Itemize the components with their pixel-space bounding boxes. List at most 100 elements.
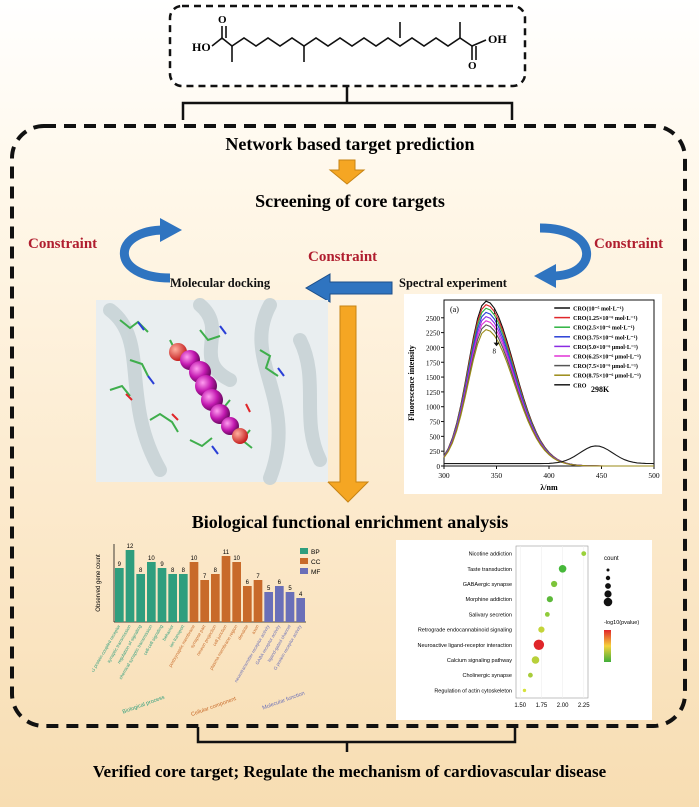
pathway-label: Morphine addiction: [466, 597, 512, 603]
dot-x-tick-label: 2.25: [578, 703, 590, 709]
x-tick-label: 300: [438, 471, 450, 480]
pathway-label: Nicotine addiction: [469, 552, 512, 558]
pathway-dot: [522, 688, 527, 693]
bar-value-label: 10: [233, 556, 240, 562]
bar-value-label: 9: [118, 562, 122, 568]
bar-value-label: 7: [256, 574, 260, 580]
step-network-prediction: Network based target prediction: [225, 134, 475, 154]
x-tick-label: 500: [648, 471, 660, 480]
dot-x-tick-label: 2.00: [557, 703, 569, 709]
dot-x-tick-label: 1.75: [536, 703, 548, 709]
bar: [296, 598, 305, 622]
group-label: Biological process: [122, 695, 166, 716]
bar: [211, 574, 220, 622]
legend-label: CRO(2.5×10⁻⁶ mol·L⁻¹): [573, 325, 634, 332]
pathway-label: Regulation of actin cytoskeleton: [434, 688, 512, 694]
bar: [136, 574, 145, 622]
y-axis-label: Fluorescence intensity: [407, 345, 416, 421]
bar: [147, 562, 156, 622]
pathway-dot: [546, 596, 553, 603]
bar-value-label: 8: [182, 568, 186, 574]
y-tick-label: 500: [430, 433, 441, 441]
x-tick-label: 450: [596, 471, 608, 480]
y-tick-label: 2000: [426, 344, 441, 352]
bar-value-label: 8: [171, 568, 175, 574]
pathway-dot: [581, 551, 587, 556]
spectrum-series-6: [443, 320, 654, 467]
y-tick-label: 250: [430, 448, 441, 456]
bar-value-label: 5: [288, 586, 292, 592]
pathway-label: Salivary secretion: [469, 612, 512, 618]
crocetin-structure: [211, 22, 487, 62]
group-label: Cellular component: [190, 696, 237, 718]
pathway-label: GABAergic synapse: [463, 582, 512, 588]
legend-swatch: [300, 558, 308, 564]
bar-value-label: 10: [191, 556, 198, 562]
arrow-label-top: 1: [493, 308, 497, 316]
spectrum-series-8: [443, 328, 654, 467]
legend-label: CRO(5.0×10⁻⁶ μmol·L⁻¹): [573, 344, 638, 351]
count-legend-dot: [605, 575, 611, 581]
dot-plot-area: [515, 545, 589, 699]
count-legend-title: count: [604, 556, 619, 562]
hydroxyl-left: HO: [192, 40, 211, 54]
pathway-dot: [528, 672, 533, 678]
spectral-experiment-label: Spectral experiment: [399, 276, 507, 290]
bar: [275, 586, 284, 622]
count-legend-dot: [605, 583, 611, 589]
bar-value-label: 8: [214, 568, 218, 574]
pathway-dot: [531, 656, 540, 664]
carbonyl-oxygen-right: O: [468, 60, 477, 72]
legend-label: MF: [311, 569, 320, 576]
legend-label: CRO(8.75×10⁻⁶ μmol·L⁻¹): [573, 373, 641, 380]
dot-x-tick-label: 1.50: [514, 703, 526, 709]
curved-arrow-left-head-icon: [160, 218, 182, 242]
panel-label: (a): [450, 305, 459, 314]
process-box: [10, 124, 687, 728]
legend-label: CRO(6.25×10⁻⁶ μmol·L⁻¹): [573, 354, 641, 361]
pathway-label: Cholinergic synapse: [462, 673, 512, 679]
pathway-label: Taste transduction: [467, 567, 512, 573]
bar: [264, 592, 273, 622]
curved-arrow-right-icon: [539, 223, 592, 281]
big-down-arrow-icon: [326, 305, 370, 503]
bar: [243, 586, 252, 622]
pathway-label: Retrograde endocannabinoid signaling: [418, 628, 512, 634]
y-tick-label: 750: [430, 419, 441, 427]
count-legend-dot: [603, 597, 613, 607]
bar: [115, 568, 124, 622]
constraint-left: Constraint: [28, 236, 98, 252]
x-tick-label: 350: [491, 471, 503, 480]
bar-value-label: 10: [148, 556, 155, 562]
pathway-label: Neuroactive ligand-receptor interaction: [418, 643, 512, 649]
curved-arrow-right-head-icon: [534, 264, 556, 288]
constraint-right: Constraint: [594, 236, 664, 252]
arrow-label-bottom: 8: [493, 347, 497, 355]
temperature-label: 298K: [591, 385, 610, 394]
color-legend-title: -log10(pvalue): [604, 620, 639, 626]
constraint-middle: Constraint: [308, 249, 378, 265]
bar: [285, 592, 295, 622]
left-arrow-icon: [305, 273, 393, 303]
count-legend-dot: [604, 590, 612, 598]
bar-value-label: 11: [223, 550, 230, 556]
bar-y-label: Observed gene count: [96, 554, 102, 612]
legend-label: BP: [311, 549, 320, 556]
bar-value-label: 5: [267, 586, 271, 592]
dot-plot-svg: 1.50 1.75 2.00 2.25 Nicotine addictionTaste …: [418, 545, 639, 709]
bar-value-label: 4: [299, 592, 303, 598]
legend-label: CC: [311, 559, 321, 566]
legend-label: CRO(10⁻⁵ mol·L⁻¹): [573, 306, 623, 313]
pathway-dot: [538, 626, 545, 633]
step-screening: Screening of core targets: [255, 191, 445, 211]
y-tick-label: 1250: [426, 389, 441, 397]
bar: [232, 562, 241, 622]
x-tick-label: 400: [543, 471, 555, 480]
y-tick-label: 1750: [426, 359, 441, 367]
